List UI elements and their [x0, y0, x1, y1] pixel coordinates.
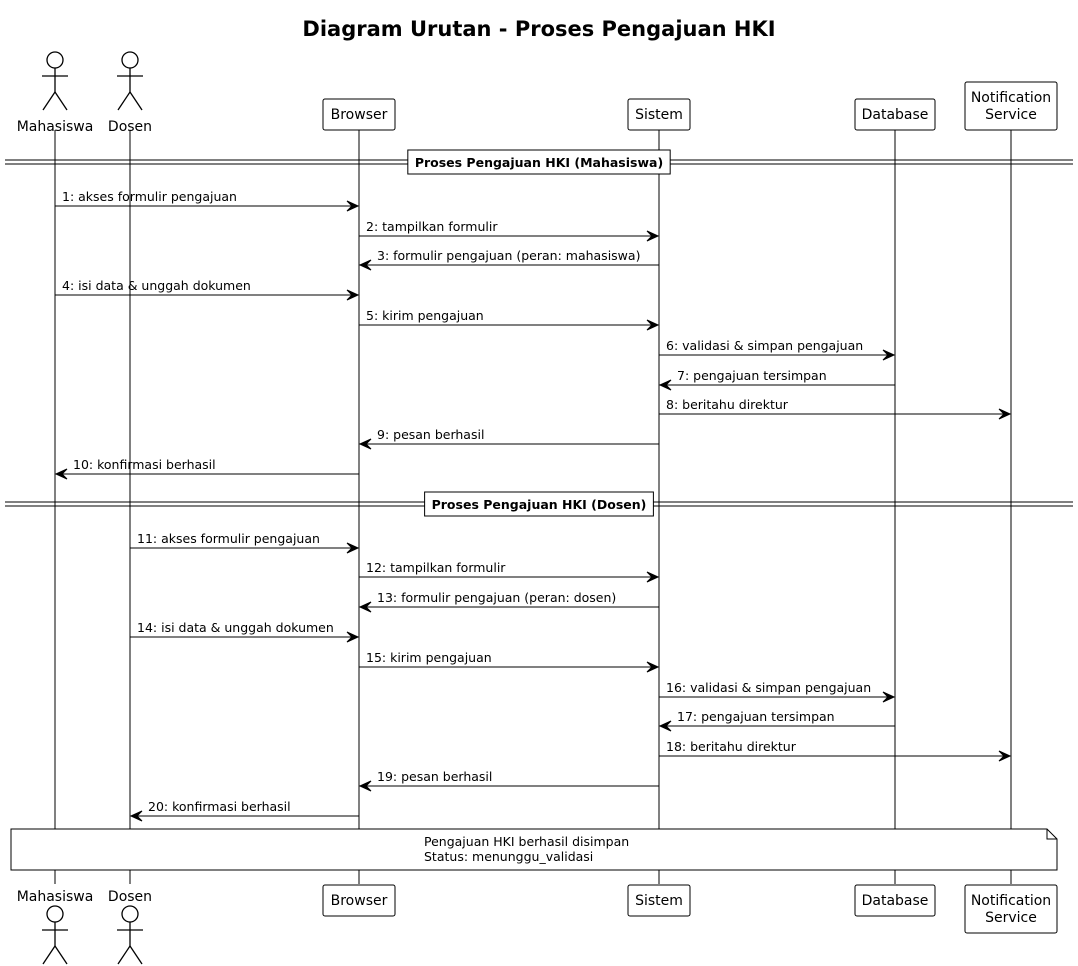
message-18: 18: beritahu direktur — [659, 739, 1012, 762]
participant-sys-top: Sistem — [627, 98, 691, 131]
participant-label-ns: Notification — [971, 893, 1051, 909]
message-label: 5: kirim pengajuan — [366, 308, 484, 323]
group-divider-1: Proses Pengajuan HKI (Mahasiswa) — [5, 149, 1073, 175]
message-12: 12: tampilkan formulir — [359, 560, 660, 583]
diagram-title: Diagram Urutan - Proses Pengajuan HKI — [302, 17, 775, 41]
message-label: 17: pengajuan tersimpan — [677, 709, 835, 724]
message-9: 9: pesan berhasil — [358, 427, 659, 450]
message-label: 1: akses formulir pengajuan — [62, 189, 237, 204]
participant-brw-bottom: Browser — [322, 884, 396, 917]
participant-label-mhs: Mahasiswa — [17, 889, 94, 905]
message-label: 3: formulir pengajuan (peran: mahasiswa) — [377, 248, 640, 263]
arrowhead-icon — [54, 468, 68, 480]
message-13: 13: formulir pengajuan (peran: dosen) — [358, 590, 659, 613]
message-label: 9: pesan berhasil — [377, 427, 484, 442]
participant-sys-bottom: Sistem — [627, 884, 691, 917]
arrowhead-icon — [998, 750, 1012, 762]
message-11: 11: akses formulir pengajuan — [130, 531, 360, 554]
message-label: 14: isi data & unggah dokumen — [137, 620, 334, 635]
arrowhead-icon — [998, 408, 1012, 420]
actor-head-icon — [46, 51, 64, 69]
actor-mhs-bottom: Mahasiswa — [17, 889, 94, 965]
arrowhead-icon — [882, 691, 896, 703]
message-label: 19: pesan berhasil — [377, 769, 492, 784]
message-15: 15: kirim pengajuan — [359, 650, 660, 673]
message-label: 11: akses formulir pengajuan — [137, 531, 320, 546]
actor-dsn-top: Dosen — [108, 51, 152, 135]
message-10: 10: konfirmasi berhasil — [54, 457, 359, 480]
message-label: 16: validasi & simpan pengajuan — [666, 680, 871, 695]
participant-label-sys: Sistem — [635, 893, 683, 909]
participant-label-dsn: Dosen — [108, 889, 152, 905]
message-2: 2: tampilkan formulir — [359, 219, 660, 242]
message-label: 4: isi data & unggah dokumen — [62, 278, 251, 293]
message-label: 20: konfirmasi berhasil — [148, 799, 291, 814]
group-label: Proses Pengajuan HKI (Mahasiswa) — [415, 155, 663, 170]
message-6: 6: validasi & simpan pengajuan — [659, 338, 896, 361]
actor-head-icon — [46, 905, 64, 923]
message-5: 5: kirim pengajuan — [359, 308, 660, 331]
arrowhead-icon — [346, 289, 360, 301]
actor-mhs-top: Mahasiswa — [17, 51, 94, 135]
participant-brw-top: Browser — [322, 98, 396, 131]
note-line-1: Pengajuan HKI berhasil disimpan — [424, 834, 629, 849]
message-20: 20: konfirmasi berhasil — [129, 799, 359, 822]
message-7: 7: pengajuan tersimpan — [658, 368, 895, 391]
arrowhead-icon — [346, 631, 360, 643]
message-16: 16: validasi & simpan pengajuan — [659, 680, 896, 703]
message-label: 18: beritahu direktur — [666, 739, 797, 754]
participant-label-dsn: Dosen — [108, 119, 152, 135]
message-4: 4: isi data & unggah dokumen — [55, 278, 360, 301]
participant-db-top: Database — [854, 98, 936, 131]
message-19: 19: pesan berhasil — [358, 769, 659, 792]
participant-label-db: Database — [862, 107, 929, 123]
arrowhead-icon — [346, 542, 360, 554]
message-label: 6: validasi & simpan pengajuan — [666, 338, 863, 353]
actor-dsn-bottom: Dosen — [108, 889, 152, 965]
participant-label-ns: Service — [985, 910, 1037, 926]
participant-label-brw: Browser — [331, 893, 388, 909]
arrowhead-icon — [358, 438, 372, 450]
message-label: 12: tampilkan formulir — [366, 560, 506, 575]
arrowhead-icon — [646, 230, 660, 242]
actor-head-icon — [121, 905, 139, 923]
group-divider-2: Proses Pengajuan HKI (Dosen) — [5, 491, 1073, 517]
participant-label-db: Database — [862, 893, 929, 909]
message-label: 2: tampilkan formulir — [366, 219, 498, 234]
message-label: 7: pengajuan tersimpan — [677, 368, 827, 383]
arrowhead-icon — [358, 601, 372, 613]
message-8: 8: beritahu direktur — [659, 397, 1012, 420]
arrowhead-icon — [882, 349, 896, 361]
participant-label-ns: Notification — [971, 90, 1051, 106]
arrowhead-icon — [646, 661, 660, 673]
arrowhead-icon — [658, 720, 672, 732]
message-label: 10: konfirmasi berhasil — [73, 457, 216, 472]
participant-label-sys: Sistem — [635, 107, 683, 123]
participant-label-ns: Service — [985, 107, 1037, 123]
arrowhead-icon — [646, 319, 660, 331]
note-line-2: Status: menunggu_validasi — [424, 849, 593, 864]
arrowhead-icon — [358, 259, 372, 271]
participant-label-brw: Browser — [331, 107, 388, 123]
message-3: 3: formulir pengajuan (peran: mahasiswa) — [358, 248, 659, 271]
message-1: 1: akses formulir pengajuan — [55, 189, 360, 212]
message-label: 13: formulir pengajuan (peran: dosen) — [377, 590, 616, 605]
arrowhead-icon — [358, 780, 372, 792]
arrowhead-icon — [129, 810, 143, 822]
message-17: 17: pengajuan tersimpan — [658, 709, 895, 732]
message-label: 15: kirim pengajuan — [366, 650, 492, 665]
participant-label-mhs: Mahasiswa — [17, 119, 94, 135]
group-label: Proses Pengajuan HKI (Dosen) — [432, 497, 647, 512]
arrowhead-icon — [646, 571, 660, 583]
message-label: 8: beritahu direktur — [666, 397, 789, 412]
message-14: 14: isi data & unggah dokumen — [130, 620, 360, 643]
actor-head-icon — [121, 51, 139, 69]
participant-db-bottom: Database — [854, 884, 936, 917]
arrowhead-icon — [346, 200, 360, 212]
arrowhead-icon — [658, 379, 672, 391]
